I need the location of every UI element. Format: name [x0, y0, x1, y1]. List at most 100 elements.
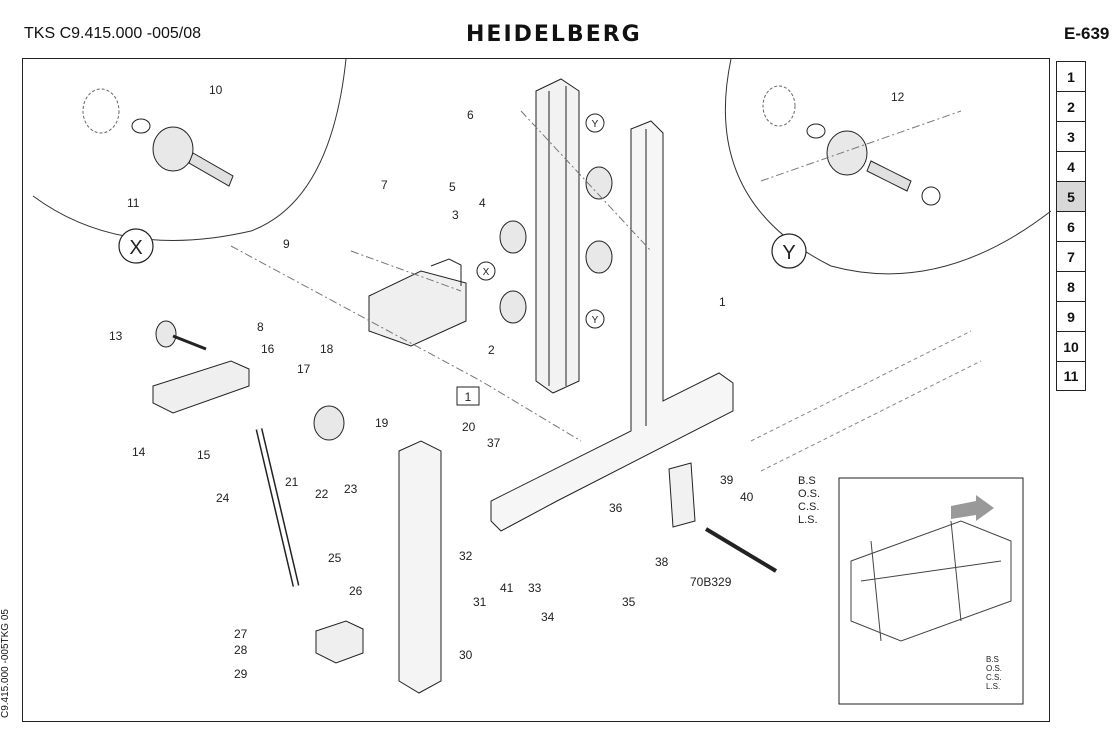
detail-y-label: Y — [782, 242, 795, 264]
side-drawing-code: C9.415.000 -005TKG 05 — [0, 609, 11, 718]
nut-part — [921, 186, 941, 206]
roller-part — [499, 290, 527, 324]
detail-y-arc — [724, 58, 1052, 275]
document-id: TKS C9.415.000 -005/08 — [24, 25, 202, 42]
page-link-9[interactable]: 9 — [1056, 301, 1086, 331]
svg-text:B.S: B.S — [798, 475, 816, 487]
roller-part — [826, 130, 868, 176]
hidden-roller — [762, 85, 796, 127]
svg-text:30: 30 — [459, 648, 473, 662]
direction-arrow-icon — [951, 495, 994, 521]
screw-part — [188, 152, 234, 187]
page-link-11[interactable]: 11 — [1056, 361, 1086, 391]
svg-text:11: 11 — [127, 196, 140, 210]
svg-text:35: 35 — [622, 595, 636, 609]
svg-text:14: 14 — [132, 445, 146, 459]
svg-text:37: 37 — [487, 436, 501, 450]
reference-box — [456, 386, 480, 406]
svg-text:5: 5 — [449, 180, 456, 194]
roller-part — [585, 166, 613, 200]
detail-x-label: X — [129, 237, 142, 259]
brand-logo: HEIDELBERG — [466, 22, 642, 47]
svg-text:41: 41 — [500, 581, 514, 595]
page-link-10[interactable]: 10 — [1056, 331, 1086, 361]
svg-text:O.S.: O.S. — [986, 664, 1002, 673]
page-link-4[interactable]: 4 — [1056, 151, 1086, 181]
svg-text:27: 27 — [234, 627, 248, 641]
page-link-7[interactable]: 7 — [1056, 241, 1086, 271]
svg-text:20: 20 — [462, 420, 476, 434]
svg-text:2: 2 — [488, 343, 495, 357]
svg-text:C.S.: C.S. — [986, 673, 1002, 682]
svg-text:25: 25 — [328, 551, 342, 565]
svg-text:34: 34 — [541, 610, 555, 624]
page-link-1[interactable]: 1 — [1056, 61, 1086, 91]
svg-text:23: 23 — [344, 482, 358, 496]
drawing-frame: X Y Y Y X 1 — [22, 58, 1052, 722]
svg-text:9: 9 — [283, 237, 290, 251]
svg-text:12: 12 — [891, 90, 905, 104]
svg-text:26: 26 — [349, 584, 363, 598]
svg-text:13: 13 — [109, 329, 123, 343]
svg-text:24: 24 — [216, 491, 230, 505]
inset-view — [838, 477, 1024, 705]
svg-text:1: 1 — [465, 390, 472, 404]
svg-text:39: 39 — [720, 473, 734, 487]
svg-text:L.S.: L.S. — [986, 682, 1000, 691]
page-code: E-639 — [1064, 24, 1110, 43]
svg-text:18: 18 — [320, 342, 334, 356]
page-link-5[interactable]: 5 — [1056, 181, 1086, 211]
svg-text:22: 22 — [315, 487, 329, 501]
svg-text:15: 15 — [197, 448, 211, 462]
svg-text:10: 10 — [209, 83, 223, 97]
svg-text:19: 19 — [375, 416, 389, 430]
roller-part — [585, 240, 613, 274]
bracket-part — [368, 270, 467, 347]
svg-text:3: 3 — [452, 208, 459, 222]
inset-legend: B.S O.S. C.S. L.S. B.S O.S. C.S. L.S. — [798, 475, 1002, 691]
page-link-8[interactable]: 8 — [1056, 271, 1086, 301]
svg-text:1: 1 — [719, 295, 726, 309]
frame-part — [490, 120, 734, 532]
svg-text:32: 32 — [459, 549, 473, 563]
detail-y-marker — [771, 233, 807, 269]
svg-text:33: 33 — [528, 581, 542, 595]
svg-text:40: 40 — [740, 490, 754, 504]
part-labels: 1 2 3 4 5 6 7 8 9 10 11 12 13 14 15 16 1… — [109, 83, 905, 681]
svg-text:16: 16 — [261, 342, 275, 356]
page-navigation: 1 2 3 4 5 6 7 8 9 10 11 — [1056, 61, 1086, 391]
exploded-parts-diagram: X Y Y Y X 1 — [32, 58, 1052, 705]
svg-text:29: 29 — [234, 667, 248, 681]
svg-text:X: X — [483, 267, 490, 278]
hidden-roller — [82, 88, 120, 134]
svg-text:4: 4 — [479, 196, 486, 210]
plate-part — [398, 440, 442, 694]
page-link-2[interactable]: 2 — [1056, 91, 1086, 121]
page-link-6[interactable]: 6 — [1056, 211, 1086, 241]
svg-text:8: 8 — [257, 320, 264, 334]
svg-text:C.S.: C.S. — [798, 501, 819, 513]
detail-x-arc — [32, 58, 347, 241]
rail-part — [535, 78, 580, 394]
svg-text:6: 6 — [467, 108, 474, 122]
svg-text:7: 7 — [381, 178, 388, 192]
page-link-3[interactable]: 3 — [1056, 121, 1086, 151]
roller-part — [152, 126, 194, 172]
roller-part — [499, 220, 527, 254]
svg-text:28: 28 — [234, 643, 248, 657]
svg-text:21: 21 — [285, 475, 299, 489]
svg-text:36: 36 — [609, 501, 623, 515]
svg-text:38: 38 — [655, 555, 669, 569]
svg-text:17: 17 — [297, 362, 311, 376]
svg-text:B.S: B.S — [986, 655, 999, 664]
svg-text:L.S.: L.S. — [798, 514, 818, 526]
detail-x-marker — [118, 228, 154, 264]
svg-text:Y: Y — [592, 315, 599, 326]
screw-part — [866, 160, 912, 192]
washer-part — [131, 118, 151, 134]
svg-text:70B329: 70B329 — [690, 575, 732, 589]
svg-text:O.S.: O.S. — [798, 488, 820, 500]
washer-part — [806, 123, 826, 139]
svg-text:31: 31 — [473, 595, 487, 609]
svg-text:Y: Y — [592, 119, 599, 130]
